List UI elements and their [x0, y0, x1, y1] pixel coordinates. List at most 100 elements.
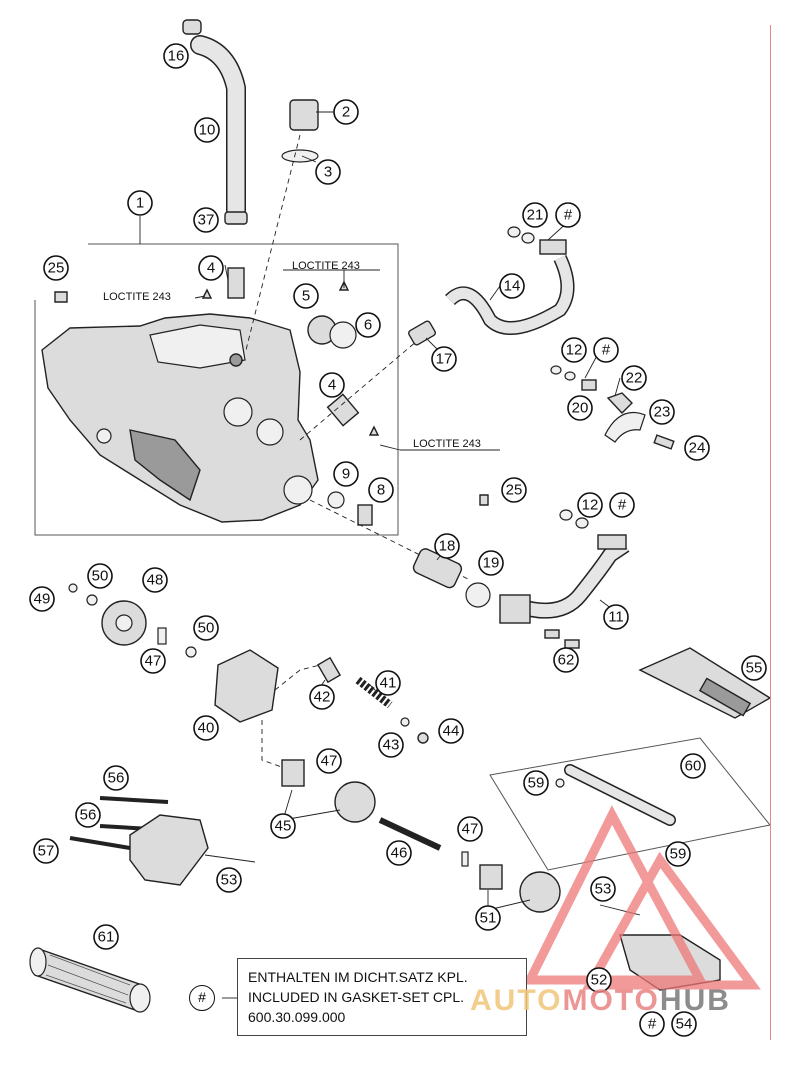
- screw-loctite-c: [368, 425, 380, 436]
- nipple-4: [227, 267, 245, 299]
- svg-text:61: 61: [98, 929, 115, 946]
- gasket-set-note: ENTHALTEN IM DICHT.SATZ KPL. INCLUDED IN…: [237, 958, 527, 1036]
- sealing-parts: [201, 280, 431, 441]
- tank-top-panel: [149, 324, 246, 369]
- svg-text:55: 55: [746, 660, 763, 677]
- callout-48: 48: [142, 567, 168, 593]
- callout-14: 14: [499, 273, 525, 299]
- callout-62: 62: [553, 647, 579, 673]
- callout-46: 46: [386, 840, 412, 866]
- seal-9: [327, 491, 345, 509]
- svg-text:44: 44: [443, 723, 460, 740]
- callout-17: 17: [431, 346, 457, 372]
- svg-text:46: 46: [391, 845, 408, 862]
- svg-text:4: 4: [207, 260, 215, 277]
- screw-62b: [564, 639, 580, 649]
- callout-53a: 53: [216, 867, 242, 893]
- svg-text:11: 11: [608, 609, 624, 626]
- svg-text:25: 25: [506, 482, 523, 499]
- drain-group: [54, 291, 489, 581]
- svg-text:2: 2: [342, 104, 350, 121]
- callout-47b: 47: [316, 748, 342, 774]
- seal-19: [465, 582, 491, 608]
- svg-text:24: 24: [689, 440, 706, 457]
- bracket-22: [606, 392, 633, 415]
- svg-text:8: 8: [377, 482, 385, 499]
- rotor-45a: [281, 759, 305, 787]
- svg-text:20: 20: [572, 400, 589, 417]
- oil-tank-group: [34, 243, 399, 536]
- tank-filler-hole: [229, 353, 243, 367]
- svg-text:47: 47: [462, 821, 479, 838]
- rotor-51b: [519, 871, 561, 913]
- pin-47c: [461, 851, 469, 867]
- callout-51: 51: [475, 905, 501, 931]
- svg-text:19: 19: [483, 555, 500, 572]
- oil-cap: [289, 99, 319, 131]
- svg-text:47: 47: [145, 653, 162, 670]
- circlip-49: [68, 583, 78, 593]
- fitting-21: [539, 239, 567, 255]
- watermark-auto: AUTO: [470, 984, 563, 1017]
- svg-text:#: #: [564, 207, 573, 224]
- svg-text:37: 37: [198, 212, 215, 229]
- loctite-note-1: LOCTITE 243: [292, 260, 360, 272]
- watermark-text: AUTOMOTOHUB: [470, 984, 731, 1018]
- svg-text:53: 53: [595, 881, 612, 898]
- callout-59b: 59: [665, 841, 691, 867]
- callout-12a: 12: [561, 337, 587, 363]
- svg-text:#: #: [602, 342, 611, 359]
- callout-55: 55: [741, 655, 767, 681]
- svg-text:59: 59: [528, 775, 545, 792]
- callout-9: 9: [333, 461, 359, 487]
- callout-41: 41: [375, 670, 401, 696]
- gasket-note-part-number: 600.30.099.000: [248, 1009, 346, 1025]
- callout-12b-hash: #: [609, 492, 635, 518]
- callout-56a: 56: [103, 765, 129, 791]
- callout-20: 20: [567, 395, 593, 421]
- tank-port-2: [256, 418, 284, 446]
- callout-22: 22: [621, 365, 647, 391]
- pin-47: [157, 627, 167, 645]
- callout-12b: 12: [577, 492, 603, 518]
- svg-text:21: 21: [527, 207, 544, 224]
- screw-24: [653, 434, 675, 450]
- pump-housing-40: [214, 649, 279, 723]
- callout-8: 8: [368, 477, 394, 503]
- callout-40: 40: [193, 715, 219, 741]
- callout-50a: 50: [87, 563, 113, 589]
- clamp-16: [182, 19, 202, 35]
- svg-text:9: 9: [342, 466, 350, 483]
- tank-frame: [34, 243, 399, 536]
- callout-49: 49: [29, 586, 55, 612]
- callout-45: 45: [270, 813, 296, 839]
- plug-44: [417, 732, 429, 744]
- oil-tank: [41, 313, 319, 523]
- callout-1: 1: [127, 190, 153, 216]
- callout-54-hash: #: [639, 1011, 665, 1037]
- bracket-23: [604, 411, 646, 443]
- svg-text:3: 3: [324, 164, 332, 181]
- callout-47a: 47: [140, 648, 166, 674]
- svg-text:59: 59: [670, 846, 687, 863]
- screw-25: [479, 494, 489, 506]
- callout-11: 11: [603, 604, 629, 630]
- callout-23: 23: [649, 399, 675, 425]
- svg-text:25: 25: [48, 260, 65, 277]
- svg-text:17: 17: [436, 351, 453, 368]
- washer-50a: [86, 594, 98, 606]
- svg-text:14: 14: [504, 278, 521, 295]
- svg-text:50: 50: [92, 568, 109, 585]
- gasket-note-line-de: ENTHALTEN IM DICHT.SATZ KPL.: [248, 969, 468, 985]
- callout-3: 3: [315, 159, 341, 185]
- svg-text:6: 6: [364, 317, 372, 334]
- callout-42: 42: [309, 684, 335, 710]
- callout-25b: 25: [501, 477, 527, 503]
- screw-62a: [544, 629, 560, 639]
- svg-text:40: 40: [198, 720, 215, 737]
- svg-text:52: 52: [591, 972, 608, 989]
- svg-text:#: #: [648, 1016, 657, 1033]
- banjo-11: [499, 594, 531, 624]
- callout-52: 52: [586, 967, 612, 993]
- watermark-hub: HUB: [659, 984, 731, 1017]
